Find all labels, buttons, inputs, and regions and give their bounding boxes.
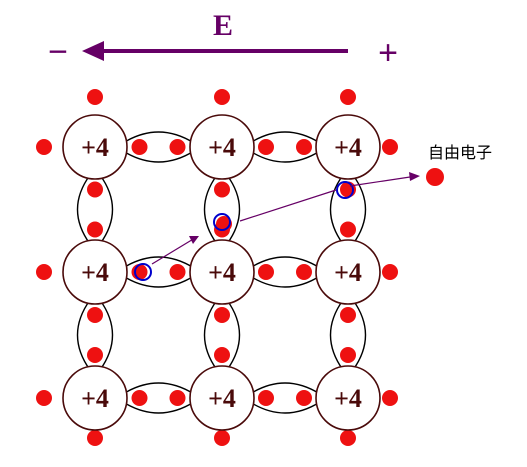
bond-electron — [296, 264, 312, 280]
atom-charge-label: +4 — [81, 384, 109, 413]
atom-core — [62, 239, 128, 305]
free-electron-path — [349, 176, 411, 187]
silicon-atom: +4 — [62, 365, 128, 431]
atom-core — [189, 114, 255, 180]
positive-terminal-sign: + — [378, 34, 398, 72]
atom-core — [62, 365, 128, 431]
atom-core — [189, 239, 255, 305]
field-arrow-head — [82, 41, 104, 61]
silicon-atoms: +4 +4 +4 +4 +4 +4 +4 +4 +4 — [62, 114, 381, 431]
vertical-bond-loop — [76, 174, 114, 245]
silicon-atom: +4 — [315, 365, 381, 431]
free-electron-dot — [426, 168, 444, 186]
horizontal-bond-loop — [122, 256, 195, 288]
bond-electron — [87, 221, 103, 238]
bond-electron — [340, 307, 356, 323]
bond-electron — [340, 347, 356, 363]
vertical-bond-loop — [203, 299, 241, 371]
edge-electron — [382, 264, 398, 280]
atom-charge-label: +4 — [81, 258, 109, 287]
bond-electron — [296, 139, 312, 155]
atom-core — [62, 114, 128, 180]
bond-electron — [258, 139, 274, 155]
atom-charge-label: +4 — [334, 258, 362, 287]
hole — [134, 263, 152, 281]
silicon-atom: +4 — [189, 365, 255, 431]
covalent-bonds — [76, 131, 367, 414]
holes — [134, 181, 354, 281]
bond-electron — [131, 390, 148, 406]
hole-migration-line — [151, 237, 196, 265]
horizontal-bond-loop — [249, 256, 321, 288]
horizontal-bond-loop — [249, 131, 321, 163]
edge-electron — [340, 89, 356, 105]
bond-electron — [258, 264, 274, 280]
hole-migration-arrowhead — [189, 236, 199, 244]
silicon-atom: +4 — [189, 114, 255, 180]
edge-electron — [36, 139, 52, 155]
hole — [336, 181, 354, 199]
atom-core — [189, 365, 255, 431]
bond-electron — [214, 307, 230, 323]
atom-core — [315, 365, 381, 431]
silicon-atom: +4 — [189, 239, 255, 305]
free-electron-label: 自由电子 — [428, 143, 492, 162]
atom-charge-label: +4 — [334, 384, 362, 413]
edge-electron — [382, 390, 398, 406]
atom-charge-label: +4 — [208, 384, 236, 413]
horizontal-bond-loop — [249, 382, 321, 414]
negative-terminal-sign: − — [48, 33, 68, 71]
bond-electron — [87, 307, 103, 323]
edge-electron — [36, 390, 52, 406]
bond-electron — [87, 347, 103, 363]
electric-field: E − + — [48, 9, 398, 72]
vertical-bond-loop — [329, 299, 367, 371]
edge-electron — [340, 430, 356, 446]
atom-charge-label: +4 — [334, 133, 362, 162]
bond-electron — [296, 390, 312, 406]
silicon-atom: +4 — [62, 114, 128, 180]
vertical-bond-loop — [203, 174, 241, 245]
atom-core — [315, 239, 381, 305]
migration-paths — [151, 172, 420, 265]
atom-core — [315, 114, 381, 180]
free-electron: 自由电子 — [426, 143, 492, 186]
horizontal-bond-loop — [122, 382, 195, 414]
vertical-bond-loop — [76, 299, 114, 371]
bond-electron — [340, 221, 356, 238]
field-label: E — [213, 9, 233, 42]
bond-electron — [258, 390, 274, 406]
valence-electrons — [36, 89, 398, 446]
bond-electron — [131, 264, 148, 280]
bond-electron — [87, 181, 103, 198]
edge-electron — [36, 264, 52, 280]
silicon-atom: +4 — [315, 114, 381, 180]
edge-electron — [214, 430, 230, 446]
silicon-atom: +4 — [315, 239, 381, 305]
edge-electron — [382, 139, 398, 155]
bond-electron — [131, 139, 148, 155]
atom-charge-label: +4 — [208, 133, 236, 162]
bond-electron — [169, 390, 186, 406]
edge-electron — [87, 430, 103, 446]
horizontal-bond-loop — [122, 131, 195, 163]
electron-migration-line-1 — [239, 189, 337, 222]
bond-electron — [169, 264, 186, 280]
edge-electron — [214, 89, 230, 105]
vertical-bond-loop — [329, 174, 367, 245]
bond-electron — [214, 181, 230, 198]
atom-charge-label: +4 — [81, 133, 109, 162]
edge-electron — [87, 89, 103, 105]
atom-charge-label: +4 — [208, 258, 236, 287]
bond-electron — [169, 139, 186, 155]
free-electron-arrowhead — [409, 172, 420, 181]
hole — [213, 213, 231, 231]
silicon-atom: +4 — [62, 239, 128, 305]
bond-electron — [214, 347, 230, 363]
